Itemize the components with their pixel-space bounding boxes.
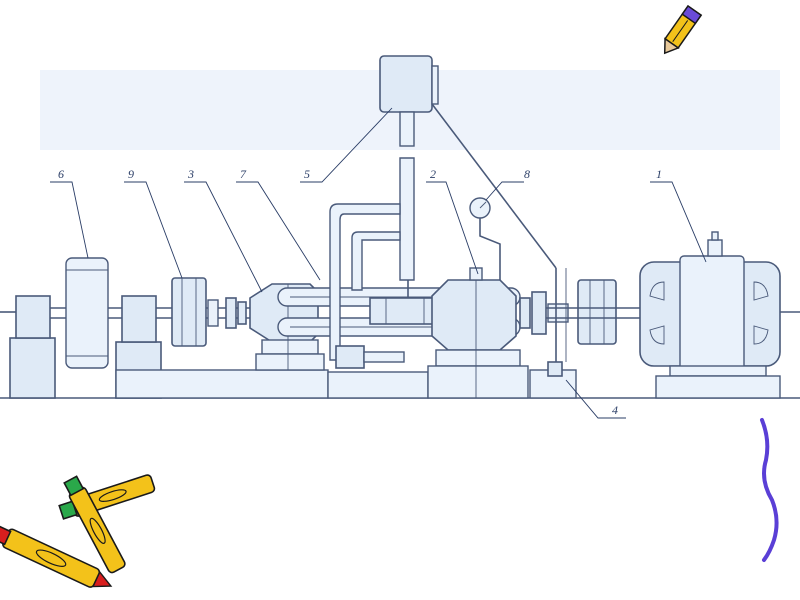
- leader-lines: [50, 107, 707, 419]
- main-shaft-right: [546, 307, 640, 319]
- label-6: 6: [58, 167, 64, 181]
- crayons-icon: [0, 474, 156, 588]
- disc-coupling-right: [577, 279, 617, 345]
- shaft-coupling-left: [225, 297, 247, 329]
- base-rail-left: [115, 369, 329, 399]
- label-3: 3: [187, 167, 194, 181]
- pressure-gauge-8: [469, 197, 501, 280]
- base-center: [327, 371, 429, 399]
- shaft-coupling-right: [519, 291, 569, 335]
- label-9: 9: [128, 167, 134, 181]
- label-5: 5: [304, 167, 310, 181]
- label-4: 4: [612, 403, 618, 417]
- left-bearing-stand: [0, 295, 56, 399]
- label-2: 2: [430, 167, 436, 181]
- disc-coupling-9: [171, 277, 219, 347]
- label-1: 1: [656, 167, 662, 181]
- torque-sensor-4: [529, 268, 577, 399]
- gearbox-2: [427, 267, 529, 399]
- label-8: 8: [524, 167, 530, 181]
- label-7: 7: [240, 167, 247, 181]
- pencil-icon: [663, 4, 703, 55]
- squiggle-decoration: [760, 418, 779, 562]
- flywheel-6: [65, 257, 109, 369]
- loading-device-5: [329, 55, 439, 369]
- cable-line: [431, 103, 557, 269]
- electric-motor-1: [639, 231, 800, 399]
